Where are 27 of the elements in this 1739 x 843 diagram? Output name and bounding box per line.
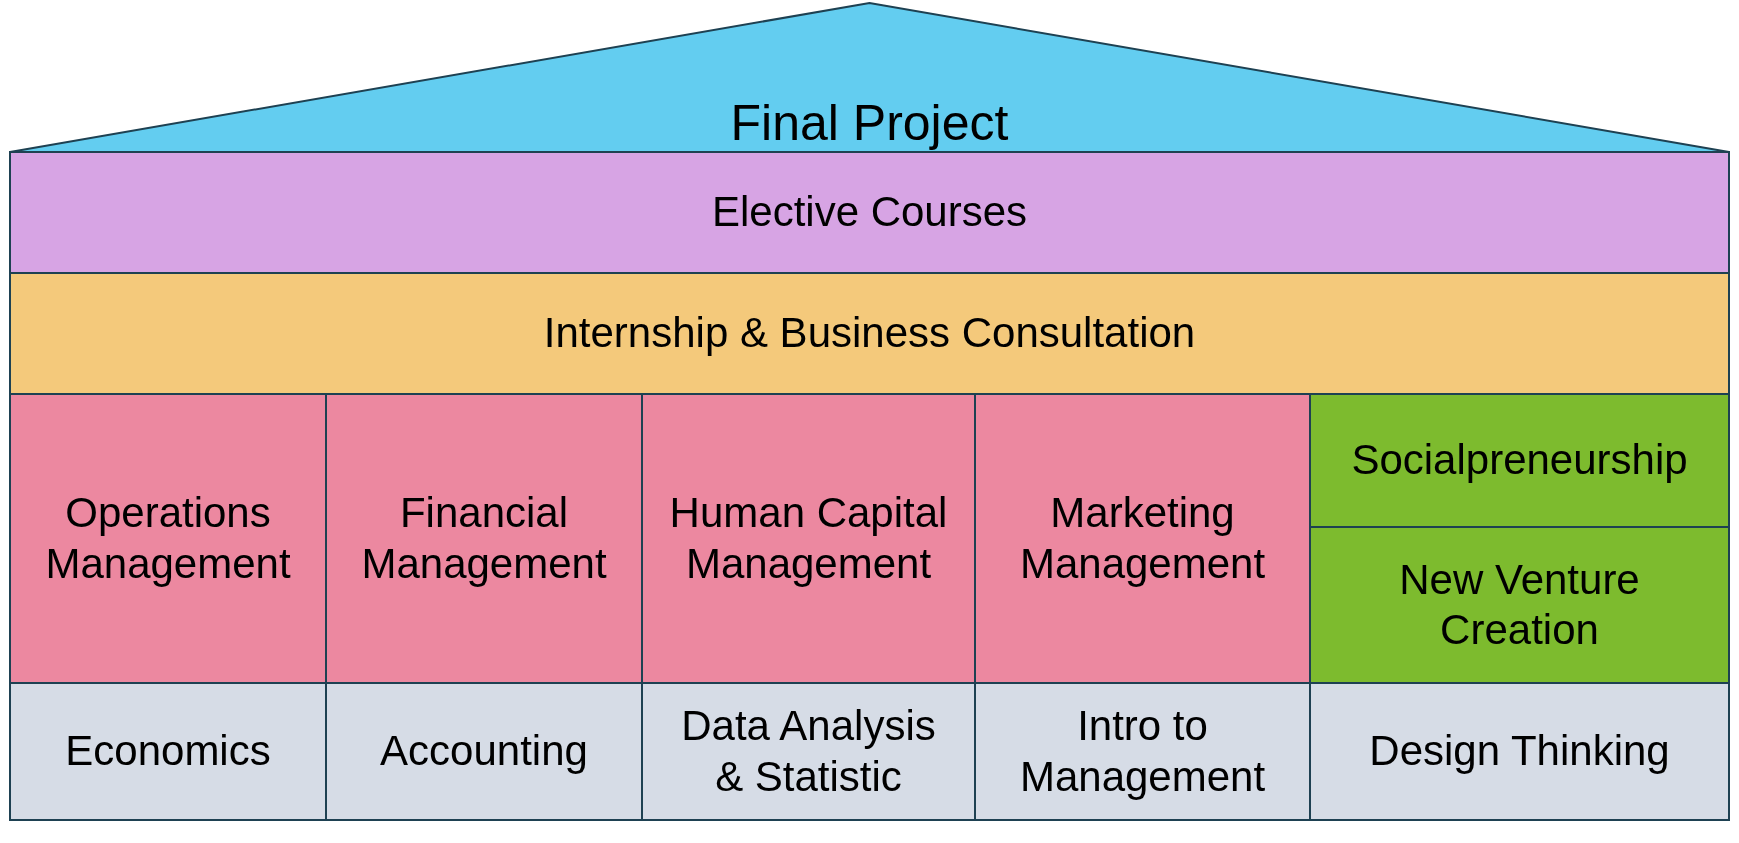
course-title: Intro to Management — [1018, 701, 1267, 802]
course-block — [641, 682, 976, 821]
course-title: Human Capital Management — [668, 488, 949, 589]
course-block — [974, 682, 1311, 821]
course-block — [325, 682, 643, 821]
course-block — [974, 393, 1311, 684]
course-title: Internship & Business Consultation — [543, 308, 1196, 359]
course-title: Data Analysis & Statistic — [680, 701, 937, 802]
course-title: Socialpreneurship — [1351, 435, 1688, 486]
course-block — [1309, 526, 1730, 684]
course-title: Elective Courses — [711, 187, 1028, 238]
course-title: New Venture Creation — [1398, 554, 1641, 655]
project-title: Final Project — [730, 94, 1009, 153]
course-title: Marketing Management — [1018, 488, 1267, 589]
course-block — [1309, 682, 1730, 821]
course-block — [1309, 393, 1730, 528]
course-block — [9, 682, 327, 821]
course-block — [9, 393, 327, 684]
course-title: Economics — [65, 726, 271, 777]
course-title: Financial Management — [360, 488, 608, 589]
course-title: Operations Management — [44, 488, 292, 589]
course-block — [325, 393, 643, 684]
course-band — [9, 272, 1730, 395]
course-title: Accounting — [380, 726, 588, 777]
course-title: Design Thinking — [1369, 726, 1670, 777]
course-band — [9, 151, 1730, 274]
course-block — [641, 393, 976, 684]
